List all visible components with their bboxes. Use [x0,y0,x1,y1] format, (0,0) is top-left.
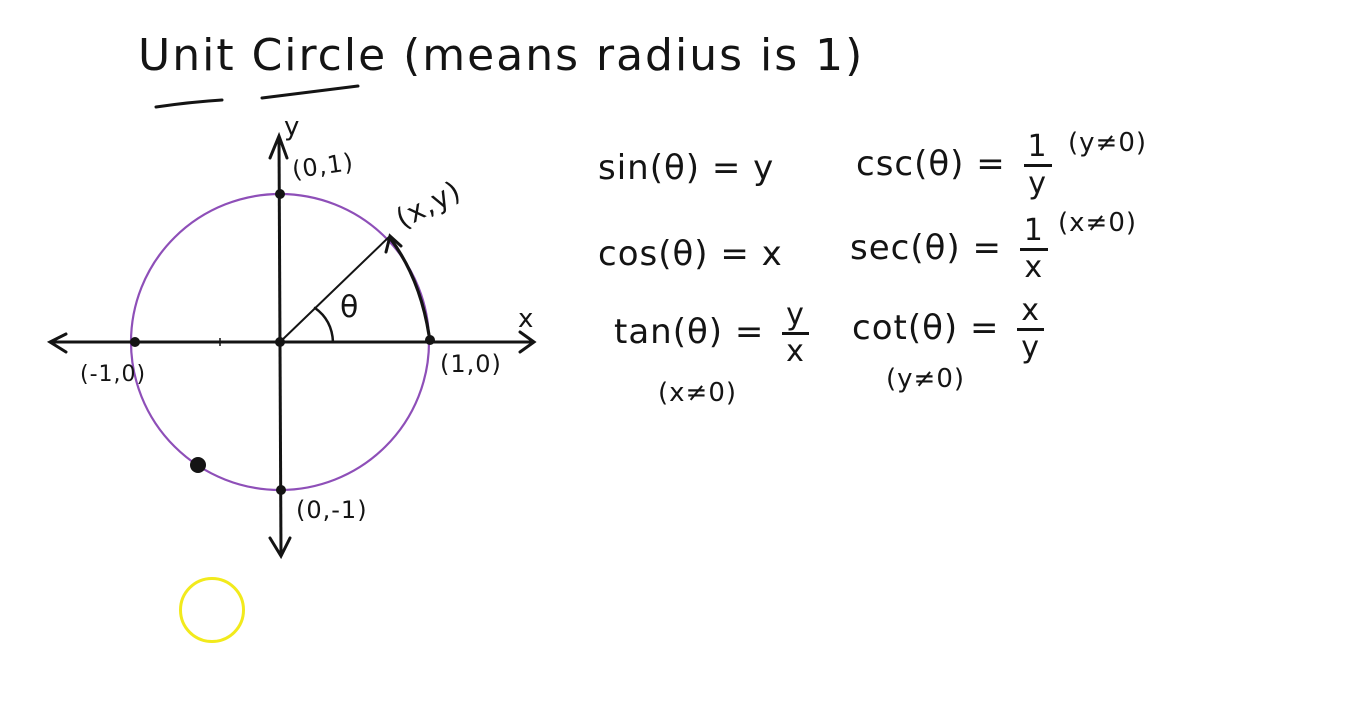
equation-cot: cot(θ) = x y [852,296,1045,363]
radius-line [279,235,391,343]
equation-csc: csc(θ) = 1 y [856,132,1052,199]
x-axis-label: x [518,304,535,334]
equation-tan: tan(θ) = y x [614,300,809,367]
cursor-highlight-icon [179,577,245,643]
point-0-neg1 [276,485,286,495]
point-neg1-0 [130,337,140,347]
x-axis-left-arrow-icon [46,332,68,354]
tan-fraction: y x [782,300,809,367]
title-subtitle: (means radius is 1) [403,30,865,81]
sec-fraction: 1 x [1019,216,1048,283]
csc-condition: (y≠0) [1068,128,1148,158]
origin-point [275,337,285,347]
y-axis-label: y [284,112,301,142]
title-word-circle: Circle [251,30,388,81]
y-axis-up-arrow-icon [268,131,289,160]
point-0-1 [275,189,285,199]
angle-theta-label: θ [340,290,360,325]
equation-sec: sec(θ) = 1 x [850,216,1048,283]
csc-fraction: 1 y [1023,132,1052,199]
arc-arrowhead-icon [384,233,403,254]
angle-arc [313,306,335,344]
page-title: Unit Circle (means radius is 1) [138,30,864,81]
cot-fraction: x y [1017,296,1045,363]
label-point-0-neg1: (0,-1) [296,496,368,524]
sec-condition: (x≠0) [1058,208,1138,238]
tan-condition: (x≠0) [658,378,738,408]
extra-point [190,457,206,473]
label-point-neg1-0: (-1,0) [80,362,147,387]
label-point-1-0: (1,0) [440,350,502,378]
title-underline-unit [154,98,224,109]
equation-sin: sin(θ) = y [598,148,775,188]
x-axis-right-arrow-icon [518,330,537,354]
title-underline-circle [260,84,360,100]
point-1-0 [425,335,435,345]
arc-arrow [388,236,431,337]
y-axis-down-arrow-icon [268,536,292,560]
equation-cos: cos(θ) = x [598,234,783,274]
title-word-unit: Unit [138,30,236,81]
cot-condition: (y≠0) [886,364,966,394]
